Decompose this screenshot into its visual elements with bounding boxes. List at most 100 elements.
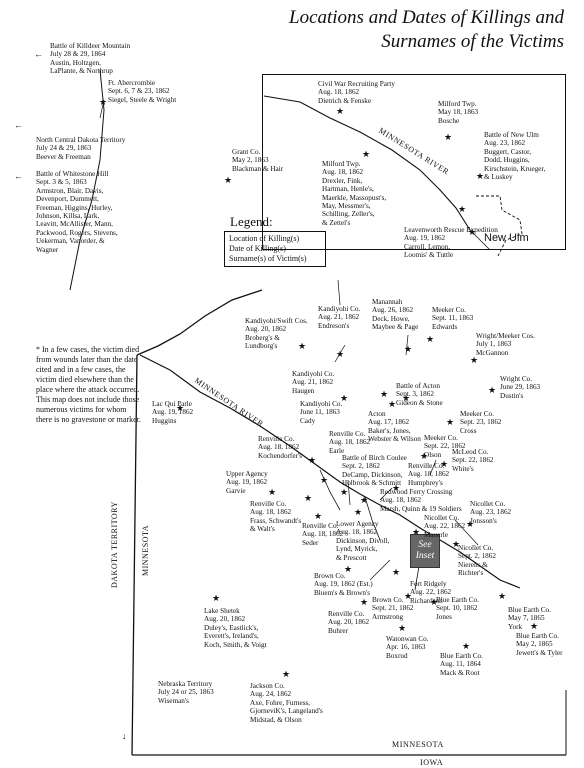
site-label: Blue Earth Co. Aug. 11, 1864 Mack & Root	[440, 652, 483, 677]
star-icon: ★	[404, 591, 413, 601]
title-line-2: Surnames of the Victims	[381, 31, 564, 52]
site-label: Brown Co. Sept. 21, 1862 Armstrong	[372, 596, 414, 621]
site-label: Renville Co. Aug. 18, 1862 Kochendorfer'…	[258, 435, 303, 460]
site-label: Battle of New Ulm Aug. 23, 1862 Buggert,…	[484, 131, 546, 182]
site-label: Renville Co. Aug. 20, 1862 Buhrer	[328, 610, 370, 635]
site-label: Nicollet Co. Sept. 2, 1862 Nierens & Ric…	[458, 544, 496, 578]
site-label: Battle of Whitestone Hill Sept. 3 & 5, 1…	[36, 170, 118, 254]
site-label: Battle of Acton Sept. 3, 1862 Gideon & S…	[396, 382, 443, 407]
see-inset-box: See Inset	[410, 534, 440, 568]
star-icon: ★	[298, 341, 307, 351]
star-icon: ★	[470, 355, 479, 365]
site-label: Meeker Co. Sept. 23, 1862 Cross	[460, 410, 502, 435]
site-label: Renville Co. Aug. 18, 1862 Frass, Schwan…	[250, 500, 302, 534]
star-icon: ★	[304, 493, 313, 503]
site-label: Lake Shetek Aug. 20, 1862 Duley's, Eastl…	[204, 607, 267, 649]
site-label: Blue Earth Co. May 7, 1865 York	[508, 606, 551, 631]
site-label: Milford Twp. May 18, 1863 Bosche	[438, 100, 479, 125]
star-icon: ★	[308, 455, 317, 465]
star-icon: ★	[388, 399, 397, 409]
arrow-down-icon: ↓	[122, 731, 127, 741]
star-icon: ★	[440, 459, 449, 469]
site-label: Nicollet Co. Aug. 22, 1862 Mauerle	[424, 514, 466, 539]
site-label: Blue Earth Co. May 2, 1865 Jewett's & Ty…	[516, 632, 563, 657]
star-icon: ★	[212, 593, 221, 603]
site-label: Nicollet Co. Aug. 23, 1862 Jonsson's	[470, 500, 512, 525]
star-icon: ★	[458, 204, 467, 214]
arrow-left-icon: ←	[14, 120, 23, 130]
site-label: Meeker Co. Sept. 11, 1863 Edwards	[432, 306, 474, 331]
star-icon: ★	[462, 641, 471, 651]
minnesota-northwest-border	[136, 289, 263, 356]
star-icon: ★	[340, 393, 349, 403]
star-icon: ★	[452, 539, 461, 549]
star-icon: ★	[420, 451, 429, 461]
site-label: Kandiyohi Co. Aug. 21, 1862 Endreson's	[318, 305, 361, 330]
star-icon: ★	[224, 175, 233, 185]
site-label: McLeod Co. Sept. 22, 1862 White's	[452, 448, 494, 473]
site-label: Manannah Aug. 26, 1862 Deck, Howe, Maybe…	[372, 298, 419, 332]
star-icon: ★	[392, 483, 401, 493]
site-label: Kandiyohi/Swift Cos. Aug. 20, 1862 Brobe…	[245, 317, 308, 351]
site-label: Lac Qui Parle Aug. 19, 1862 Huggins	[152, 400, 194, 425]
new-ulm-label: New Ulm	[484, 232, 529, 244]
site-label: Acton Aug. 17, 1862 Baker's, Jones, Webs…	[368, 410, 421, 444]
site-label: Watonwan Co. Apr. 16, 1863 Boxrud	[386, 635, 429, 660]
site-label: North Central Dakota Territory July 24 &…	[36, 136, 126, 161]
inset-river	[263, 95, 471, 231]
footnote: * In a few cases, the victim died from w…	[36, 345, 141, 424]
star-icon: ★	[412, 527, 421, 537]
star-icon: ★	[404, 344, 413, 354]
star-icon: ★	[344, 564, 353, 574]
site-label: Kandiyohi Co. June 11, 1863 Cady	[300, 400, 343, 425]
minnesota-vertical-label: MINNESOTA	[141, 525, 150, 576]
arrow-left-icon: ←	[34, 49, 43, 59]
star-icon: ★	[392, 567, 401, 577]
site-label: Meeker Co. Sept. 22, 1862 Olson	[424, 434, 466, 459]
star-icon: ★	[340, 487, 349, 497]
star-icon: ★	[282, 669, 291, 679]
minnesota-west-border	[131, 354, 138, 756]
star-icon: ★	[360, 495, 369, 505]
star-icon: ★	[336, 349, 345, 359]
arrow-left-icon: ←	[14, 171, 23, 181]
dakota-territory-label: DAKOTA TERRITORY	[110, 501, 119, 588]
legend-line-2: Date of Killing(s)	[229, 244, 286, 253]
site-label: Milford Twp. Aug. 18, 1862 Drexler, Fink…	[322, 160, 387, 227]
title-line-1: Locations and Dates of Killings and	[289, 7, 564, 28]
star-icon: ★	[530, 621, 539, 631]
star-icon: ★	[426, 334, 435, 344]
site-label: Fort Ridgely Aug. 22, 1862 Richardson	[410, 580, 452, 605]
legend-title: Legend:	[230, 214, 273, 229]
site-label: Jackson Co. Aug. 24, 1862 Axe, Fohre, Fu…	[250, 682, 323, 724]
star-icon: ★	[176, 403, 185, 413]
star-icon: ★	[498, 591, 507, 601]
legend-box: Location of Killing(s) Date of Killing(s…	[224, 231, 326, 267]
star-icon: ★	[402, 393, 411, 403]
site-label: Upper Agency Aug. 19, 1862 Garvie	[226, 470, 268, 495]
leader-lines	[99, 99, 479, 581]
site-label: Ft. Abercrombie Sept. 6, 7 & 23, 1862 Si…	[108, 79, 177, 104]
inset-map-frame	[262, 74, 566, 250]
tributary-1	[319, 469, 341, 511]
site-label: Nebraska Territory July 24 or 25, 1863 W…	[158, 680, 214, 705]
legend-line-1: Location of Killing(s)	[229, 234, 300, 243]
site-label: Battle of Birch Coulee Sept. 2, 1862 DeC…	[342, 454, 407, 488]
site-label: Kandiyohi Co. Aug. 21, 1862 Haugen	[292, 370, 335, 395]
star-icon: ★	[488, 385, 497, 395]
site-label: Blue Earth Co. Sept. 10, 1862 Jones	[436, 596, 479, 621]
star-icon: ★	[354, 507, 363, 517]
iowa-label: IOWA	[420, 758, 444, 767]
star-icon: ★	[362, 149, 371, 159]
site-label: Renville Co. Aug. 18, 1862 Earle	[329, 430, 371, 455]
site-label: Battle of Killdeer Mountain July 28 & 29…	[50, 42, 131, 76]
site-label: Redwood Ferry Crossing Aug. 18, 1862 Mar…	[380, 488, 462, 513]
star-icon: ★	[314, 511, 323, 521]
star-icon: ★	[430, 597, 439, 607]
inset-road	[469, 229, 491, 251]
site-label: Wright Co. June 29, 1863 Dustin's	[500, 375, 541, 400]
site-label: Brown Co. Aug. 19, 1862 (Est.) Bluem's &…	[314, 572, 373, 597]
star-icon: ★	[268, 487, 277, 497]
minnesota-bottom-label: MINNESOTA	[392, 740, 444, 749]
